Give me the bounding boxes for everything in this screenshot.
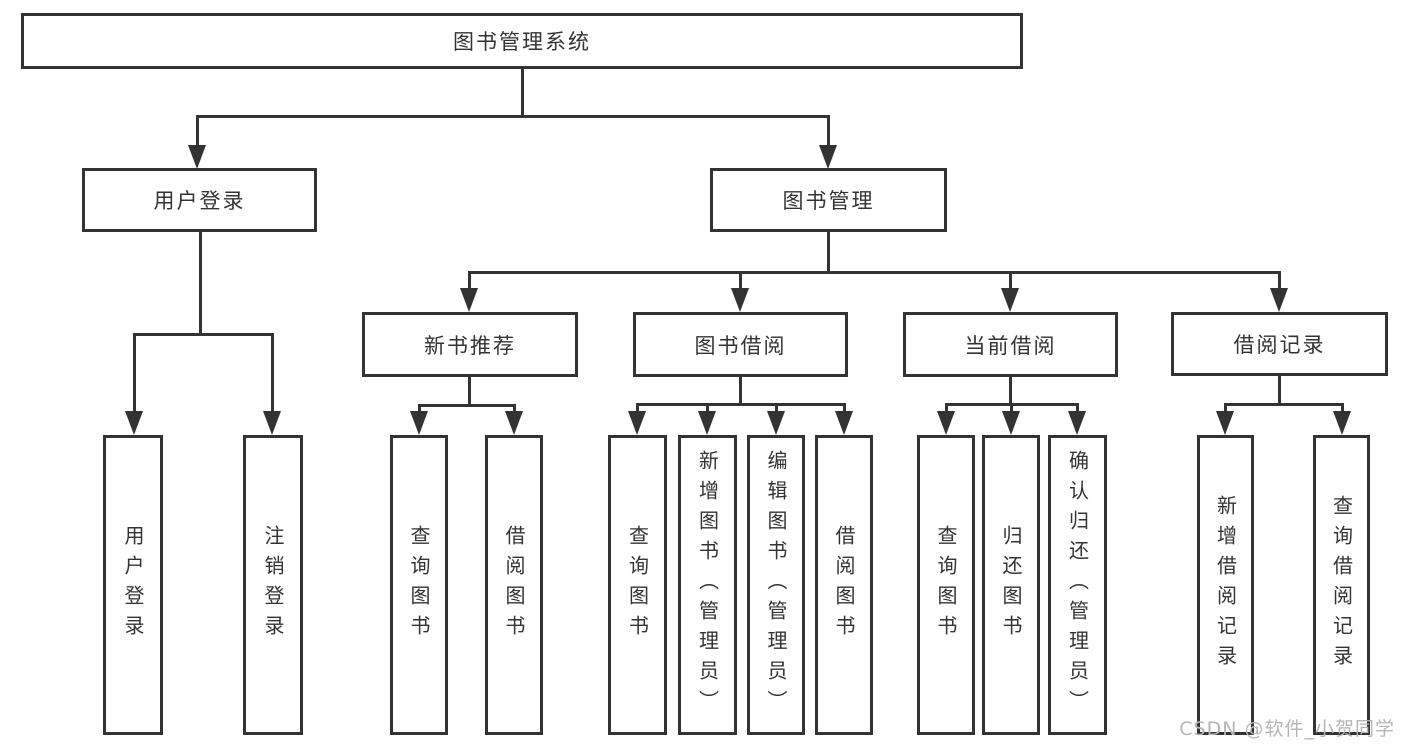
arrow-down-icon — [460, 288, 478, 312]
leaf-logout: 注销登录 — [243, 435, 303, 735]
node-library-management-system: 图书管理系统 — [21, 13, 1023, 69]
arrow-down-icon — [628, 411, 646, 435]
connector-line — [418, 404, 421, 414]
arrow-down-icon — [1216, 411, 1234, 435]
csdn-watermark: CSDN @软件_小贺同学 — [1179, 718, 1395, 740]
connector-line — [468, 271, 471, 289]
leaf-label: 归还图书 — [999, 525, 1023, 645]
connector-line — [1278, 376, 1281, 406]
arrow-down-icon — [125, 411, 143, 435]
connector-line — [468, 271, 1280, 274]
connector-line — [271, 333, 274, 412]
arrow-down-icon — [937, 411, 955, 435]
arrow-down-icon — [698, 411, 716, 435]
connector-line — [1009, 271, 1012, 289]
leaf-label: 用户登录 — [121, 525, 145, 645]
leaf-return-books: 归还图书 — [982, 435, 1040, 735]
connector-line — [775, 403, 778, 414]
leaf-label: 查询图书 — [407, 525, 431, 645]
connector-line — [133, 333, 274, 336]
leaf-query-books-current: 查询图书 — [917, 435, 975, 735]
leaf-edit-books-admin: 编辑图书（管理员） — [747, 435, 805, 735]
node-borrowing-records: 借阅记录 — [1171, 312, 1388, 376]
connector-line — [1076, 403, 1079, 414]
leaf-label: 借阅图书 — [832, 525, 856, 645]
leaf-label: 查询借阅记录 — [1329, 495, 1354, 675]
node-label: 图书借阅 — [694, 333, 787, 358]
node-label: 图书管理 — [782, 189, 875, 213]
leaf-query-books-recommend: 查询图书 — [390, 435, 448, 735]
connector-line — [739, 377, 742, 406]
connector-line — [521, 69, 524, 117]
connector-line — [513, 404, 516, 414]
arrow-down-icon — [1270, 288, 1288, 312]
connector-line — [1341, 403, 1344, 414]
node-label: 新书推荐 — [424, 333, 516, 358]
leaf-label: 编辑图书（管理员） — [764, 450, 788, 720]
leaf-label: 确认归还（管理员） — [1065, 450, 1090, 720]
connector-line — [418, 404, 516, 407]
leaf-query-borrow-record: 查询借阅记录 — [1313, 435, 1370, 735]
node-user-login: 用户登录 — [82, 168, 317, 232]
leaf-borrow-books: 借阅图书 — [815, 435, 873, 735]
connector-line — [1278, 271, 1281, 289]
connector-line — [843, 403, 846, 414]
leaf-add-books-admin: 新增图书（管理员） — [678, 435, 737, 735]
arrow-down-icon — [410, 411, 428, 435]
node-label: 借阅记录 — [1233, 333, 1326, 357]
arrow-down-icon — [263, 411, 281, 435]
leaf-label: 借阅图书 — [502, 525, 526, 645]
connector-line — [1224, 403, 1227, 414]
arrow-down-icon — [188, 145, 206, 169]
leaf-add-borrow-record: 新增借阅记录 — [1197, 435, 1254, 735]
connector-line — [199, 232, 202, 335]
node-new-book-recommendation: 新书推荐 — [362, 312, 578, 377]
connector-line — [196, 115, 830, 118]
arrow-down-icon — [835, 411, 853, 435]
connector-line — [827, 115, 830, 147]
connector-line — [196, 115, 199, 147]
connector-line — [827, 232, 830, 274]
connector-line — [468, 377, 471, 407]
node-book-management: 图书管理 — [710, 168, 947, 232]
leaf-label: 新增借阅记录 — [1213, 495, 1238, 675]
connector-line — [636, 403, 639, 414]
arrow-down-icon — [1333, 411, 1351, 435]
leaf-user-login: 用户登录 — [103, 435, 163, 735]
node-label: 用户登录 — [153, 189, 246, 213]
arrow-down-icon — [1001, 288, 1019, 312]
leaf-label: 注销登录 — [261, 525, 285, 645]
leaf-query-books-borrow: 查询图书 — [608, 435, 667, 735]
connector-line — [1224, 403, 1344, 406]
connector-line — [1009, 377, 1012, 406]
connector-line — [1010, 403, 1013, 414]
arrow-down-icon — [1068, 411, 1086, 435]
connector-line — [945, 403, 948, 414]
node-label: 图书管理系统 — [453, 30, 591, 54]
leaf-label: 新增图书（管理员） — [695, 450, 720, 720]
arrow-down-icon — [505, 411, 523, 435]
node-book-borrowing: 图书借阅 — [633, 312, 848, 377]
node-current-borrowing: 当前借阅 — [903, 312, 1118, 377]
connector-line — [636, 403, 846, 406]
arrow-down-icon — [767, 411, 785, 435]
leaf-borrow-books-recommend: 借阅图书 — [485, 435, 543, 735]
arrow-down-icon — [731, 288, 749, 312]
connector-line — [706, 403, 709, 414]
connector-line — [739, 271, 742, 289]
leaf-label: 查询图书 — [934, 525, 958, 645]
leaf-confirm-return-admin: 确认归还（管理员） — [1048, 435, 1107, 735]
arrow-down-icon — [1002, 411, 1020, 435]
connector-line — [133, 333, 136, 412]
leaf-label: 查询图书 — [625, 525, 650, 645]
node-label: 当前借阅 — [964, 333, 1057, 358]
arrow-down-icon — [819, 145, 837, 169]
